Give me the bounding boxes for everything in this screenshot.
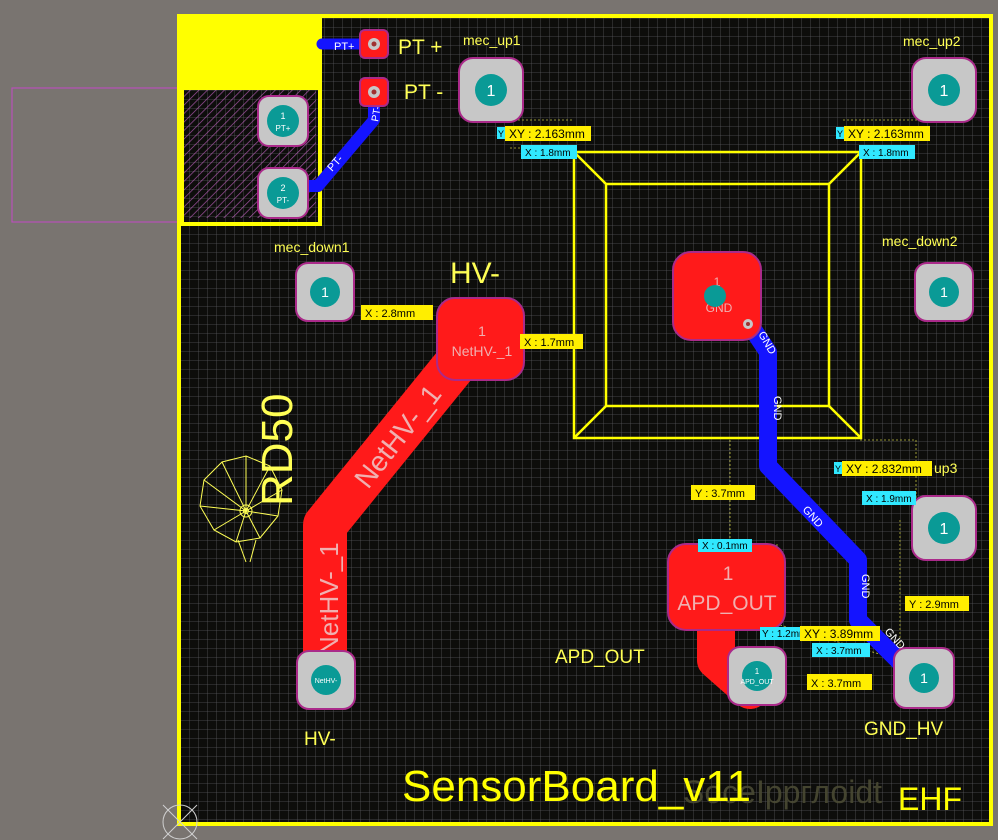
connector-fill (180, 18, 322, 88)
svg-text:X : 1.8mm: X : 1.8mm (525, 148, 571, 159)
mec-down1-label: mec_down1 (274, 239, 350, 255)
dim-xy-up2: Y XY : 2.163mm (836, 126, 930, 141)
overlay-text: SocеIppглоidt (683, 774, 882, 810)
dim-y-apd: Y : 3.7mm (691, 485, 755, 500)
svg-text:XY : 2.163mm: XY : 2.163mm (509, 127, 585, 141)
trace-label-pt-plus: PT+ (334, 41, 354, 53)
svg-text:Y : 2.9mm: Y : 2.9mm (909, 599, 959, 611)
dim-xy-apd: XY : 3.89mm (800, 626, 880, 641)
dim-x-hv: X : 1.7mm (520, 334, 583, 349)
connector-pad-1-net: PT+ (276, 124, 291, 133)
mec-up2-pad-num: 1 (940, 83, 949, 100)
gnd-hv-label: GND_HV (864, 719, 944, 740)
connector-pad-2-net: PT- (277, 196, 290, 205)
svg-text:Y: Y (837, 129, 843, 139)
board-outline[interactable] (177, 14, 993, 826)
board-title: SensorBoard_v11 (402, 762, 751, 811)
dim-x-down1: X : 2.8mm (361, 305, 433, 320)
rd50-designator: RD50 (253, 394, 302, 507)
apd-small-pad[interactable]: 1 APD_OUT (727, 646, 787, 706)
dim-x-bottom: X : 3.7mm (807, 674, 872, 690)
hv-pad-net: NetHV-_1 (452, 343, 513, 359)
mec-up1-pad-num: 1 (487, 83, 496, 100)
rd50-footprint[interactable] (199, 455, 283, 563)
svg-text:Y: Y (835, 464, 841, 474)
svg-text:X : 1.8mm: X : 1.8mm (863, 148, 909, 159)
up3-pad-num: 1 (940, 521, 949, 538)
gnd-hv-pad-num: 1 (920, 670, 928, 686)
trace-label-pt-minus-vertical: PT- (370, 105, 384, 122)
test-point-pt-minus[interactable] (359, 77, 389, 107)
apd-pad-num: 1 (723, 564, 734, 585)
hv-label-top: HV- (450, 257, 500, 290)
dim-x-apd-gnd: X : 3.7mm (812, 643, 870, 657)
apd-out-label: APD_OUT (555, 647, 645, 668)
connector-pad-1-num: 1 (280, 111, 285, 121)
svg-text:XY : 3.89mm: XY : 3.89mm (804, 627, 873, 641)
svg-text:XY : 2.163mm: XY : 2.163mm (848, 127, 924, 141)
dim-xy-up1: Y XY : 2.163mm (497, 126, 591, 141)
connector-pad-1[interactable]: 1 PT+ (257, 95, 309, 147)
svg-text:Y: Y (498, 129, 504, 139)
test-point-pt-plus[interactable] (359, 29, 389, 59)
trace-label-nethv-vertical: NetHV-_1 (314, 542, 344, 655)
gnd-pad-num: 1 (714, 275, 721, 289)
mec-up2-label: mec_up2 (903, 33, 961, 49)
svg-text:X : 0.1mm: X : 0.1mm (702, 541, 748, 552)
component-outline[interactable] (572, 150, 863, 440)
mounting-pad-mec-up1[interactable]: 1 (458, 57, 524, 123)
mec-down2-label: mec_down2 (882, 233, 958, 249)
dim-x-up1: X : 1.8mm (521, 145, 577, 159)
connector-outline[interactable] (180, 86, 322, 226)
company-label: EHF (898, 781, 962, 817)
svg-text:X : 3.7mm: X : 3.7mm (816, 646, 862, 657)
svg-text:Y : 1.2mm: Y : 1.2mm (762, 629, 807, 640)
mounting-pad-up3[interactable]: 1 (911, 495, 977, 561)
dim-y-apd-small: Y : 1.2mm (760, 627, 807, 640)
svg-text:X : 2.8mm: X : 2.8mm (365, 308, 415, 320)
up3-label: up3 (934, 460, 958, 476)
hv-small-pad[interactable]: NetHV- (296, 650, 356, 710)
mec-down1-pad-num: 1 (321, 284, 329, 300)
connector-pad-2-num: 2 (280, 183, 285, 193)
dim-y-right: Y : 2.9mm (905, 596, 969, 611)
mounting-pad-mec-up2[interactable]: 1 (911, 57, 977, 123)
apd-small-pad-net: APD_OUT (740, 679, 774, 686)
mec-down2-pad-num: 1 (940, 284, 948, 300)
gnd-hv-pad[interactable]: 1 (893, 647, 955, 709)
pt-minus-label: PT - (404, 81, 443, 104)
keepout-region[interactable] (11, 87, 183, 223)
trace-label-gnd-4: GND (859, 574, 871, 599)
apd-small-pad-num: 1 (755, 667, 760, 676)
gnd-pad[interactable]: 1 GND (672, 251, 762, 341)
dim-x-apd: X : 0.1mm (698, 539, 752, 552)
dim-xy-up3: Y XY : 2.832mm (834, 461, 932, 476)
svg-text:Y : 3.7mm: Y : 3.7mm (695, 488, 745, 500)
hv-pad[interactable]: 1 NetHV-_1 (436, 297, 525, 381)
mec-up1-label: mec_up1 (463, 32, 521, 48)
svg-text:X : 1.9mm: X : 1.9mm (866, 494, 912, 505)
mounting-pad-mec-down1[interactable]: 1 (295, 262, 355, 322)
origin-marker (162, 804, 198, 840)
dim-x-up3: X : 1.9mm (862, 491, 916, 505)
pt-plus-label: PT + (398, 36, 443, 59)
connector-pad-2[interactable]: 2 PT- (257, 167, 309, 219)
hv-small-pad-net: NetHV- (315, 678, 338, 685)
hv-pad-num: 1 (478, 323, 486, 339)
mounting-pad-mec-down2[interactable]: 1 (914, 262, 974, 322)
dim-x-up2: X : 1.8mm (859, 145, 915, 159)
hv-label-bottom: HV- (304, 729, 336, 750)
apd-pad-net: APD_OUT (677, 592, 776, 615)
svg-text:XY : 2.832mm: XY : 2.832mm (846, 462, 922, 476)
svg-text:X : 3.7mm: X : 3.7mm (811, 678, 861, 690)
svg-text:X : 1.7mm: X : 1.7mm (524, 337, 574, 349)
trace-label-gnd-2: GND (771, 396, 783, 421)
apd-out-pad[interactable]: 1 APD_OUT (667, 543, 786, 631)
